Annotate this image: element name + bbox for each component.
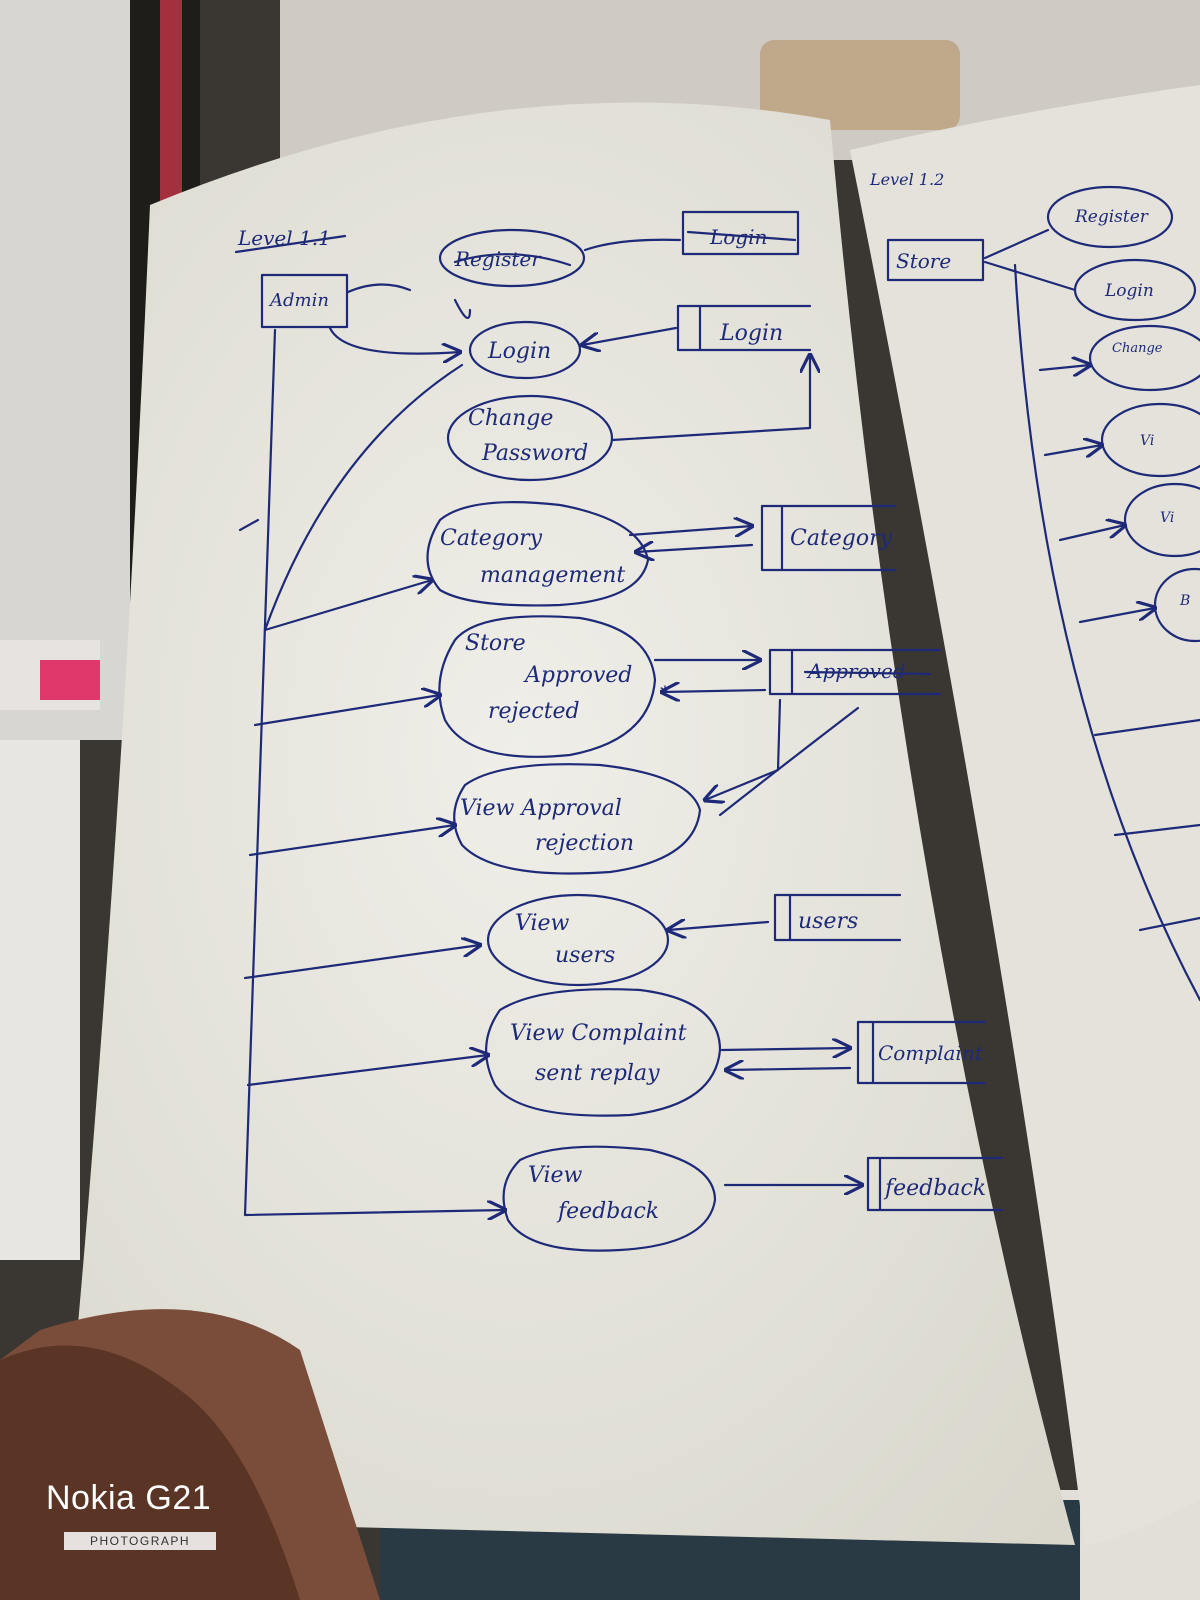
right-process-login: Login <box>1104 281 1154 301</box>
process-change-password-oval <box>446 394 614 482</box>
store-feedback-label: feedback <box>883 1176 986 1201</box>
store-users-label: users <box>798 909 858 934</box>
process-login-label: Login <box>487 339 551 364</box>
right-entity-store-box <box>886 238 985 282</box>
watermark-sub: PHOTOGRAPH <box>64 1532 216 1550</box>
svg-text:*: * <box>660 681 670 705</box>
watermark-brand: Nokia G21 <box>46 1479 212 1517</box>
store-approved-box <box>768 648 942 696</box>
process-view-users-line2: users <box>555 943 615 968</box>
process-view-users-line1: View <box>515 911 570 936</box>
process-category-oval <box>426 501 650 607</box>
store-login-label: Login <box>719 321 783 346</box>
store-complaint-label: Complaint <box>878 1041 984 1065</box>
right-entity-store: Store <box>896 249 951 273</box>
process-view-complaint-oval <box>485 988 722 1117</box>
crossed-login-store-box <box>681 210 800 256</box>
process-view-approval-line1: View Approval <box>460 796 622 821</box>
right-process-register: Register <box>1074 207 1149 227</box>
right-page: Level 1.2 Store Register Login Change Vi… <box>850 85 1200 1545</box>
entity-admin-label: Admin <box>268 290 329 311</box>
process-view-feedback-line1: View <box>528 1163 583 1188</box>
process-view-feedback-line2: feedback <box>556 1199 659 1224</box>
process-store-approved-line1: Store <box>465 631 526 656</box>
right-process-b: B <box>1179 593 1190 609</box>
process-view-users-oval <box>486 893 670 987</box>
store-category-label: Category <box>790 526 893 551</box>
right-level-label: Level 1.2 <box>869 170 944 189</box>
store-complaint-box <box>856 1020 987 1085</box>
right-process-change: Change <box>1112 341 1163 356</box>
dfd-diagram: Level 1.1 Admin Register Login Login Log… <box>234 210 1004 1252</box>
store-login-box <box>676 304 812 352</box>
process-view-feedback-oval <box>502 1145 717 1252</box>
right-process-vi-2: Vi <box>1160 510 1174 526</box>
crossed-register-oval <box>438 228 586 288</box>
process-view-approval-line2: rejection <box>535 831 634 856</box>
process-change-password-line2: Password <box>481 441 588 466</box>
process-change-password-line1: Change <box>468 406 553 431</box>
camera-watermark: Nokia G21 PHOTOGRAPH <box>46 1478 216 1550</box>
store-approved-label: Approved <box>806 659 906 683</box>
level-label: Level 1.1 <box>237 226 331 250</box>
process-category-line1: Category <box>440 526 543 551</box>
process-category-line2: management <box>480 563 625 588</box>
store-category-box <box>760 504 897 572</box>
store-users-box <box>773 893 902 942</box>
entity-admin-box <box>260 273 349 329</box>
store-feedback-box <box>866 1156 1004 1212</box>
right-process-vi-1: Vi <box>1140 433 1154 449</box>
process-store-approved-line3: rejected <box>488 699 580 724</box>
process-view-approval-oval <box>453 763 702 875</box>
process-store-approved-line2: Approved <box>523 663 632 688</box>
process-view-complaint-line1: View Complaint <box>510 1021 687 1046</box>
process-view-complaint-line2: sent replay <box>535 1061 660 1086</box>
process-store-approved-oval <box>438 615 657 758</box>
